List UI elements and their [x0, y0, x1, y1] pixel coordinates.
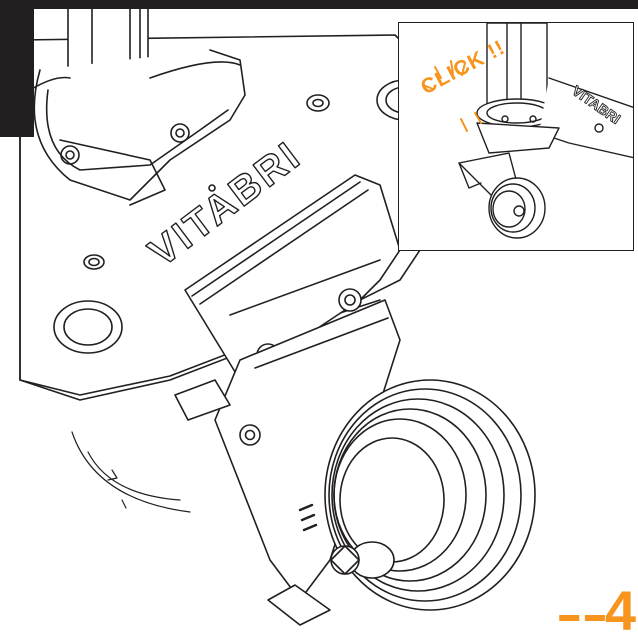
lock-pedal	[174, 379, 331, 626]
detail-inset: VITABRI CLICK !!	[398, 22, 634, 251]
click-burst	[422, 60, 482, 132]
step-digit: 4	[604, 578, 638, 642]
header-bar	[0, 0, 638, 9]
caster-wheel	[324, 379, 536, 611]
pole-bracket	[33, 49, 246, 206]
step-number: ▬ ▬4	[559, 582, 638, 643]
rotation-arrows	[71, 431, 191, 513]
step-prefix-marks: ▬ ▬	[559, 604, 605, 626]
side-tab	[0, 0, 34, 137]
inset-illustration: VITABRI	[458, 23, 633, 239]
caster-fork	[214, 299, 401, 601]
